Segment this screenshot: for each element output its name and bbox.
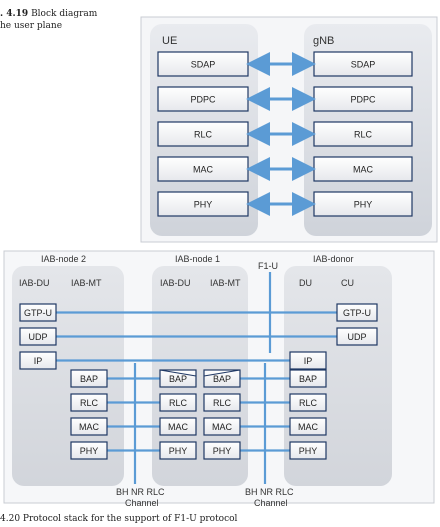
node1-du-bap-diagonal: [159, 369, 197, 377]
ue-rlc-box: RLC: [157, 121, 249, 147]
donor-gtpu-box: GTP-U: [336, 303, 378, 322]
node2-udp-box: UDP: [19, 327, 57, 346]
gnb-rlc-box-label: RLC: [354, 130, 373, 140]
donor-udp-box: UDP: [336, 327, 378, 346]
donor-du-rlc-box-label: RLC: [299, 398, 318, 408]
iab-node2-title: IAB-node 2: [41, 254, 86, 264]
donor-du-rlc-box: RLC: [289, 393, 327, 412]
node1-mt-mac-box-label: MAC: [212, 422, 233, 432]
node2-mt-phy-box-label: PHY: [80, 446, 99, 456]
channel-label-1-line2: Channel: [125, 498, 159, 508]
donor-du-phy-box-label: PHY: [299, 446, 318, 456]
ue-mac-box-label: MAC: [193, 165, 214, 175]
node2-gtpu-box-label: GTP-U: [24, 308, 52, 318]
ue-mac-box: MAC: [157, 156, 249, 182]
gnb-mac-box: MAC: [313, 156, 413, 182]
gnb-label: gNB: [313, 35, 334, 47]
node2-mt-rlc-box-label: RLC: [80, 398, 99, 408]
figure-4-19-caption: . 4.19 Block diagram he user plane: [0, 8, 97, 32]
iab-node1-mt-header: IAB-MT: [210, 278, 241, 288]
ue-pdpc-box-label: PDPC: [190, 95, 216, 105]
node2-gtpu-box: GTP-U: [19, 303, 57, 322]
node1-du-bap-box-label: BAP: [169, 374, 187, 384]
donor-du-bap-box: BAP: [289, 369, 327, 388]
channel-label-2-line2: Channel: [254, 498, 288, 508]
ue-phy-box: PHY: [157, 191, 249, 217]
ue-label: UE: [162, 35, 177, 47]
ue-sdap-box-label: SDAP: [191, 60, 216, 70]
node1-mt-phy-box: PHY: [203, 441, 241, 460]
figure-4-19-caption-line2: he user plane: [0, 21, 63, 31]
node1-du-mac-box: MAC: [159, 417, 197, 436]
donor-du-phy-box: PHY: [289, 441, 327, 460]
node1-mt-mac-box: MAC: [203, 417, 241, 436]
node1-mt-rlc-box-label: RLC: [213, 398, 232, 408]
gnb-rlc-box: RLC: [313, 121, 413, 147]
gnb-sdap-box: SDAP: [313, 51, 413, 77]
gnb-pdpc-box-label: PDPC: [350, 95, 376, 105]
f1u-label: F1-U: [258, 261, 278, 271]
node2-mt-phy-box: PHY: [70, 441, 108, 460]
gnb-mac-box-label: MAC: [353, 165, 374, 175]
node2-mt-mac-box-label: MAC: [79, 422, 100, 432]
gnb-sdap-box-label: SDAP: [351, 60, 376, 70]
node2-mt-bap-box: BAP: [70, 369, 108, 388]
node1-mt-rlc-box: RLC: [203, 393, 241, 412]
node1-mt-bap-box: BAP: [203, 369, 241, 388]
donor-du-header: DU: [299, 278, 312, 288]
node1-mt-phy-box-label: PHY: [213, 446, 232, 456]
donor-ip-box-label: IP: [304, 356, 313, 366]
node1-mt-bap-diagonal: [203, 369, 241, 377]
ue-pdpc-box: PDPC: [157, 86, 249, 112]
donor-udp-box-label: UDP: [347, 332, 366, 342]
iab-node1-du-header: IAB-DU: [160, 278, 191, 288]
ue-rlc-box-label: RLC: [194, 130, 213, 140]
iab-donor-title: IAB-donor: [313, 254, 354, 264]
donor-du-bap-box-label: BAP: [299, 374, 317, 384]
node1-du-rlc-box-label: RLC: [169, 398, 188, 408]
node1-du-rlc-box: RLC: [159, 393, 197, 412]
channel-label-2-line1: BH NR RLC: [245, 487, 294, 497]
figure-4-19-caption-line1: Block diagram: [31, 9, 98, 19]
node2-ip-box: IP: [19, 351, 57, 370]
iab-node1-title: IAB-node 1: [175, 254, 220, 264]
node2-udp-box-label: UDP: [28, 332, 47, 342]
iab-node2-du-header: IAB-DU: [19, 278, 50, 288]
ue-sdap-box: SDAP: [157, 51, 249, 77]
node1-du-phy-box: PHY: [159, 441, 197, 460]
node2-mt-rlc-box: RLC: [70, 393, 108, 412]
iab-node2-mt-header: IAB-MT: [71, 278, 102, 288]
donor-ip-box: IP: [289, 351, 327, 370]
figure-4-19-number: . 4.19: [0, 9, 29, 19]
donor-du-mac-box: MAC: [289, 417, 327, 436]
node1-du-phy-box-label: PHY: [169, 446, 188, 456]
donor-cu-header: CU: [341, 278, 354, 288]
gnb-phy-box-label: PHY: [354, 200, 373, 210]
channel-label-1-line1: BH NR RLC: [116, 487, 165, 497]
donor-gtpu-box-label: GTP-U: [343, 308, 371, 318]
donor-du-mac-box-label: MAC: [298, 422, 319, 432]
ue-phy-box-label: PHY: [194, 200, 213, 210]
node1-du-mac-box-label: MAC: [168, 422, 189, 432]
node1-mt-bap-box-label: BAP: [213, 374, 231, 384]
node1-du-bap-box: BAP: [159, 369, 197, 388]
node2-ip-box-label: IP: [34, 356, 43, 366]
figure-4-20-caption: 4.20 Protocol stack for the support of F…: [0, 514, 237, 524]
node2-mt-bap-box-label: BAP: [80, 374, 98, 384]
figure-4-20-caption-text: 4.20 Protocol stack for the support of F…: [0, 514, 238, 524]
node2-mt-mac-box: MAC: [70, 417, 108, 436]
